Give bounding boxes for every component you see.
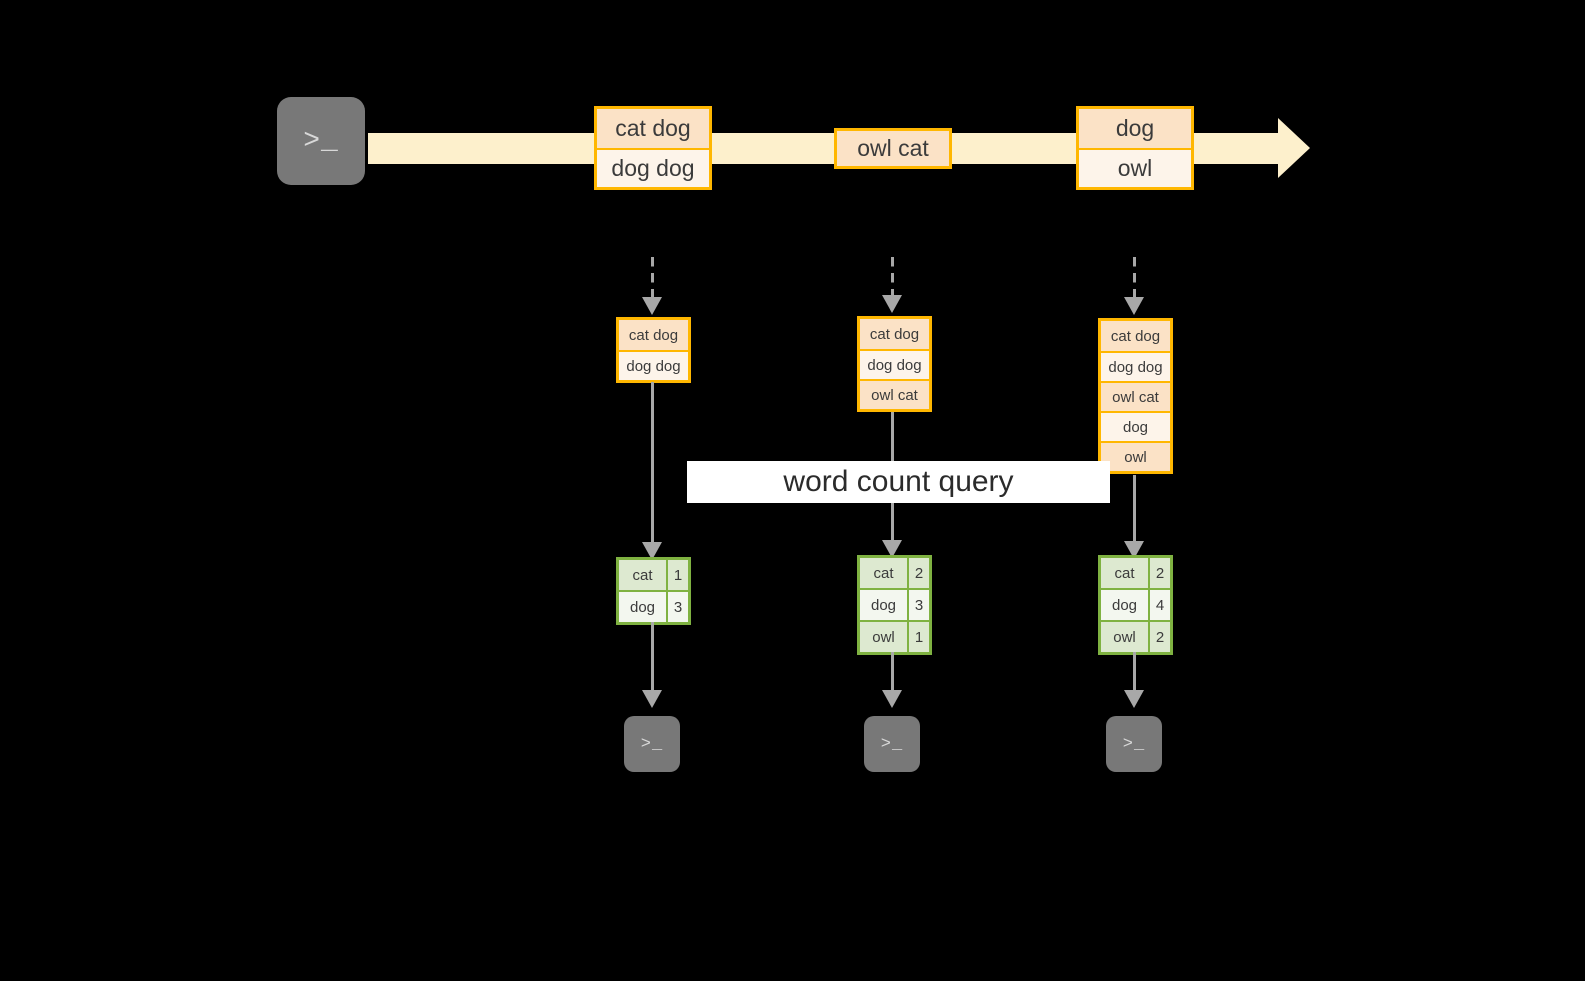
stream-event-3[interactable]: dog owl [1076, 106, 1194, 190]
sink-terminal-icon-3[interactable]: >_ [1097, 707, 1171, 781]
result-word: dog [1101, 590, 1148, 620]
result-to-sink-connector-2 [891, 652, 894, 694]
result-table-2[interactable]: cat 2 dog 3 owl 1 [857, 555, 932, 655]
table-row: dog 3 [860, 588, 929, 620]
stream-to-snapshot-connector-1 [651, 257, 654, 301]
terminal-prompt-glyph: >_ [303, 125, 339, 157]
snapshot-line: dog [1101, 411, 1170, 441]
stream-event-1[interactable]: cat dog dog dog [594, 106, 712, 190]
result-to-sink-arrowhead-2 [882, 690, 902, 708]
source-terminal-icon[interactable]: >_ [268, 88, 374, 194]
result-word: dog [619, 592, 666, 622]
result-count: 2 [1148, 558, 1170, 588]
result-to-sink-arrowhead-1 [642, 690, 662, 708]
result-count: 1 [907, 622, 929, 652]
snapshot-3[interactable]: cat dog dog dog owl cat dog owl [1098, 318, 1173, 474]
result-table-3[interactable]: cat 2 dog 4 owl 2 [1098, 555, 1173, 655]
result-count: 2 [907, 558, 929, 588]
terminal-prompt-glyph: >_ [880, 734, 904, 754]
snapshot-line: cat dog [619, 320, 688, 350]
table-row: cat 2 [860, 558, 929, 588]
sink-terminal-icon-1[interactable]: >_ [615, 707, 689, 781]
table-row: dog 3 [619, 590, 688, 622]
stream-to-snapshot-arrowhead-1 [642, 297, 662, 315]
query-banner-label: word count query [783, 465, 1014, 498]
result-to-sink-connector-3 [1133, 652, 1136, 694]
table-row: cat 1 [619, 560, 688, 590]
event-line: owl cat [837, 131, 949, 166]
snapshot-line: owl [1101, 441, 1170, 471]
event-line: owl [1079, 148, 1191, 187]
result-table-1[interactable]: cat 1 dog 3 [616, 557, 691, 625]
snapshot-1[interactable]: cat dog dog dog [616, 317, 691, 383]
snapshot-to-result-connector-3 [1133, 475, 1136, 545]
stream-to-snapshot-arrowhead-3 [1124, 297, 1144, 315]
result-to-sink-connector-1 [651, 622, 654, 694]
snapshot-line: cat dog [860, 319, 929, 349]
table-row: dog 4 [1101, 588, 1170, 620]
result-count: 1 [666, 560, 688, 590]
stream-event-2[interactable]: owl cat [834, 128, 952, 169]
sink-terminal-icon-2[interactable]: >_ [855, 707, 929, 781]
snapshot-to-result-arrowhead-3 [1124, 541, 1144, 559]
result-to-sink-arrowhead-3 [1124, 690, 1144, 708]
result-word: cat [1101, 558, 1148, 588]
snapshot-line: owl cat [860, 379, 929, 409]
snapshot-2[interactable]: cat dog dog dog owl cat [857, 316, 932, 412]
snapshot-line: dog dog [619, 350, 688, 380]
query-banner: word count query [687, 461, 1110, 503]
result-word: owl [1101, 622, 1148, 652]
event-line: dog [1079, 109, 1191, 148]
event-line: dog dog [597, 148, 709, 187]
snapshot-line: owl cat [1101, 381, 1170, 411]
terminal-prompt-glyph: >_ [1122, 734, 1146, 754]
snapshot-line: dog dog [860, 349, 929, 379]
result-count: 2 [1148, 622, 1170, 652]
stream-to-snapshot-connector-3 [1133, 257, 1136, 301]
stream-to-snapshot-arrowhead-2 [882, 295, 902, 313]
table-row: cat 2 [1101, 558, 1170, 588]
snapshot-to-result-arrowhead-2 [882, 540, 902, 558]
stream-to-snapshot-connector-2 [891, 257, 894, 299]
result-word: owl [860, 622, 907, 652]
result-count: 4 [1148, 590, 1170, 620]
snapshot-line: cat dog [1101, 321, 1170, 351]
result-count: 3 [907, 590, 929, 620]
table-row: owl 1 [860, 620, 929, 652]
result-count: 3 [666, 592, 688, 622]
result-word: cat [860, 558, 907, 588]
event-stream-arrowhead [1278, 118, 1310, 178]
result-word: cat [619, 560, 666, 590]
snapshot-line: dog dog [1101, 351, 1170, 381]
terminal-prompt-glyph: >_ [640, 734, 664, 754]
table-row: owl 2 [1101, 620, 1170, 652]
snapshot-to-result-arrowhead-1 [642, 542, 662, 560]
event-line: cat dog [597, 109, 709, 148]
snapshot-to-result-connector-1 [651, 382, 654, 546]
result-word: dog [860, 590, 907, 620]
